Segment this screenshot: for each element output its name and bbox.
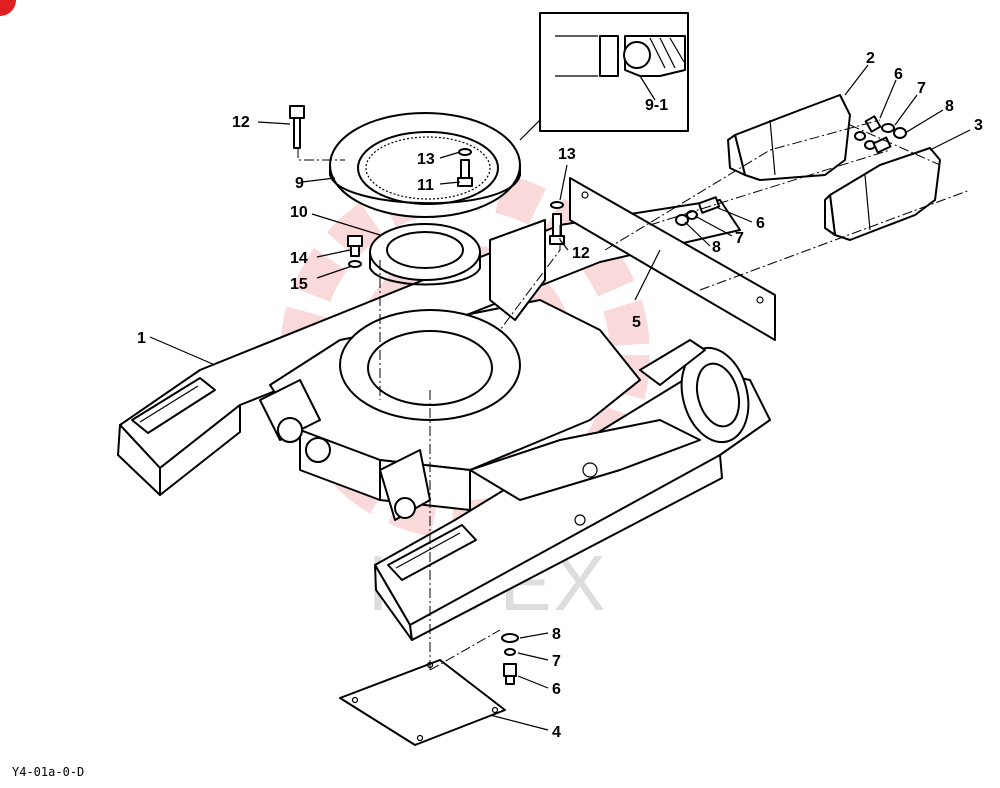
side-plate-5	[569, 177, 776, 341]
callout-6-middle: 6	[756, 215, 765, 232]
callout-1: 1	[137, 330, 146, 347]
callout-5: 5	[632, 314, 641, 331]
callout-7-middle: 7	[735, 230, 744, 247]
inner-race	[369, 223, 481, 286]
ring-bracket	[489, 219, 546, 321]
callout-9: 9	[295, 175, 304, 192]
callout-12-left: 12	[232, 114, 250, 131]
drawing-code: Y4-01a-0-D	[12, 765, 84, 779]
callout-labels: 1 2 3 4 5 6 6 6 7 7 7 8 8 8 9 9-1 10 11 …	[137, 50, 983, 741]
corner-mark	[0, 0, 16, 16]
callout-3: 3	[974, 117, 983, 134]
fasteners	[289, 105, 907, 685]
cover-2	[727, 94, 851, 181]
callout-6-lower: 6	[552, 681, 561, 698]
callout-9-1: 9-1	[645, 97, 668, 114]
detail-inset	[519, 12, 689, 141]
callout-14: 14	[290, 250, 308, 267]
center-lines	[297, 119, 971, 671]
callout-6-upper: 6	[894, 66, 903, 83]
callout-10: 10	[290, 204, 308, 221]
lower-frame	[117, 199, 771, 641]
swing-bearing-ring	[329, 112, 521, 218]
callout-8-middle: 8	[712, 239, 721, 256]
callout-7-lower: 7	[552, 653, 561, 670]
cover-3	[824, 147, 941, 241]
bottom-plate-4	[339, 659, 506, 746]
callout-13-right: 13	[558, 146, 576, 163]
callout-15: 15	[290, 276, 308, 293]
callout-4: 4	[552, 724, 561, 741]
callout-7-upper: 7	[917, 80, 926, 97]
callout-8-lower: 8	[552, 626, 561, 643]
leader-lines	[149, 64, 971, 731]
callout-2: 2	[866, 50, 875, 67]
callout-8-upper: 8	[945, 98, 954, 115]
callout-11: 11	[417, 177, 434, 194]
callout-12-right: 12	[572, 245, 590, 262]
callout-13-left: 13	[417, 151, 435, 168]
